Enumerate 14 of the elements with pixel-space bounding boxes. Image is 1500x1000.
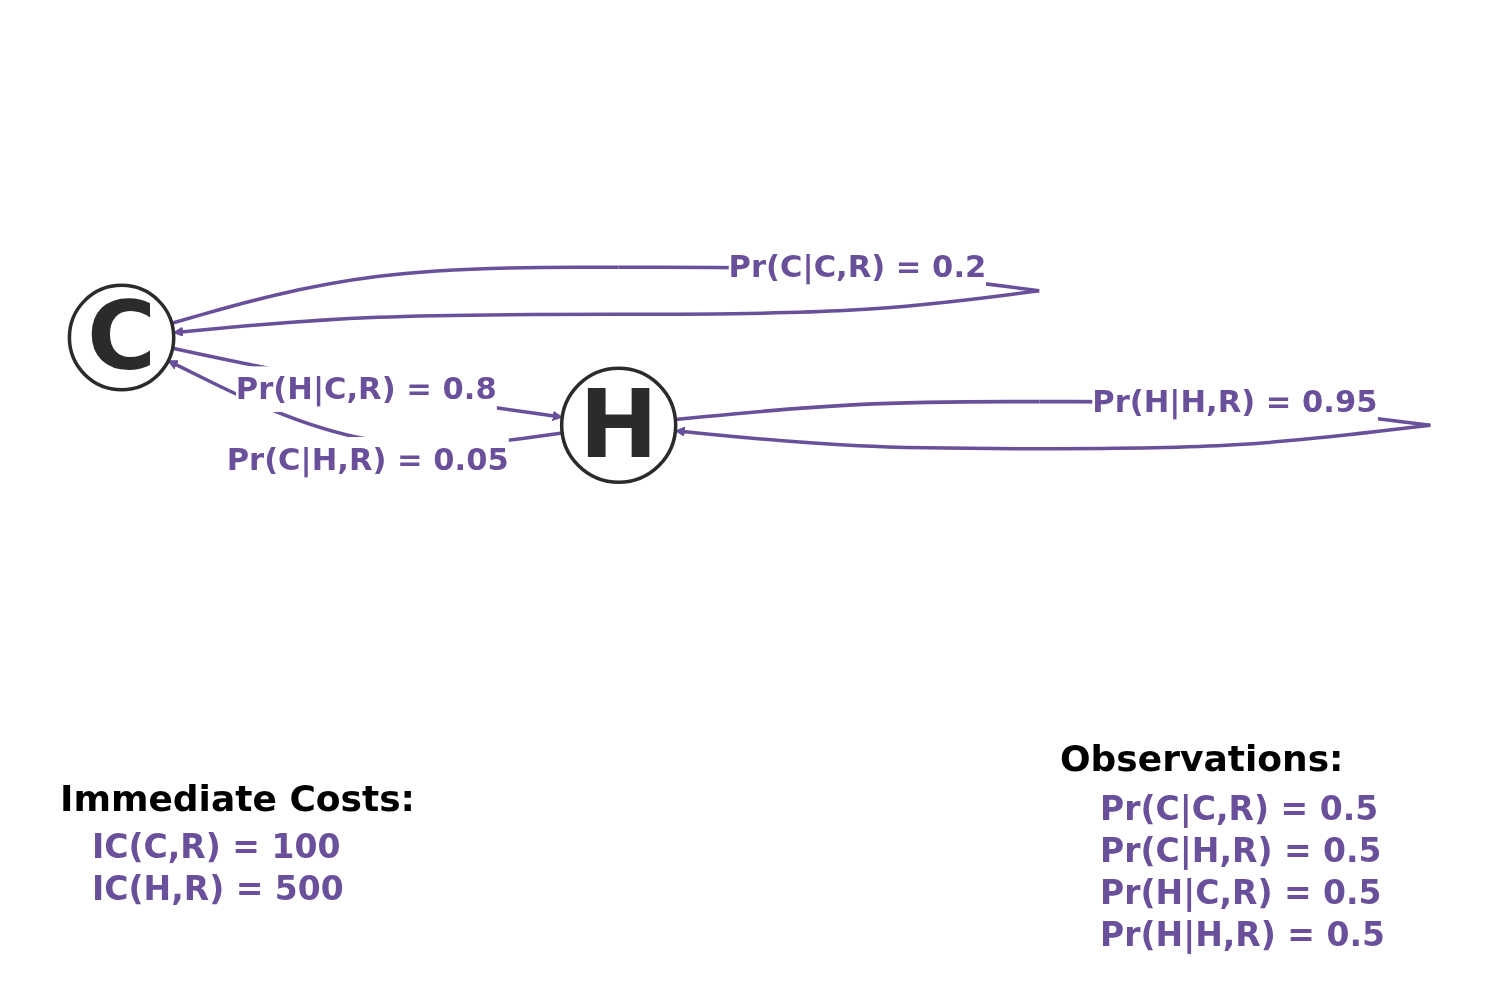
cost-formula: IC(C,R) = 100 xyxy=(92,828,341,866)
edge-label: Pr(H|C,R) = 0.8 xyxy=(235,371,497,407)
node-circle: H xyxy=(559,366,678,484)
cost-formula: IC(H,R) = 500 xyxy=(92,870,344,908)
probability-formula: Pr(H|H,R) = 0.5 xyxy=(1100,916,1385,954)
probability-formula: Pr(H|C,R) = 0.5 xyxy=(1100,874,1382,912)
section-heading: Immediate Costs: xyxy=(60,778,415,820)
edge-label: Pr(H|H,R) = 0.95 xyxy=(1092,383,1378,419)
section-heading: Observations: xyxy=(1060,738,1344,780)
edge-label: Pr(C|H,R) = 0.05 xyxy=(226,441,509,477)
probability-formula: Pr(C|C,R) = 0.5 xyxy=(1100,790,1379,828)
edge-label: Pr(C|C,R) = 0.2 xyxy=(728,248,987,285)
node-circle: C xyxy=(67,283,176,392)
probability-formula: Pr(C|H,R) = 0.5 xyxy=(1100,832,1382,870)
